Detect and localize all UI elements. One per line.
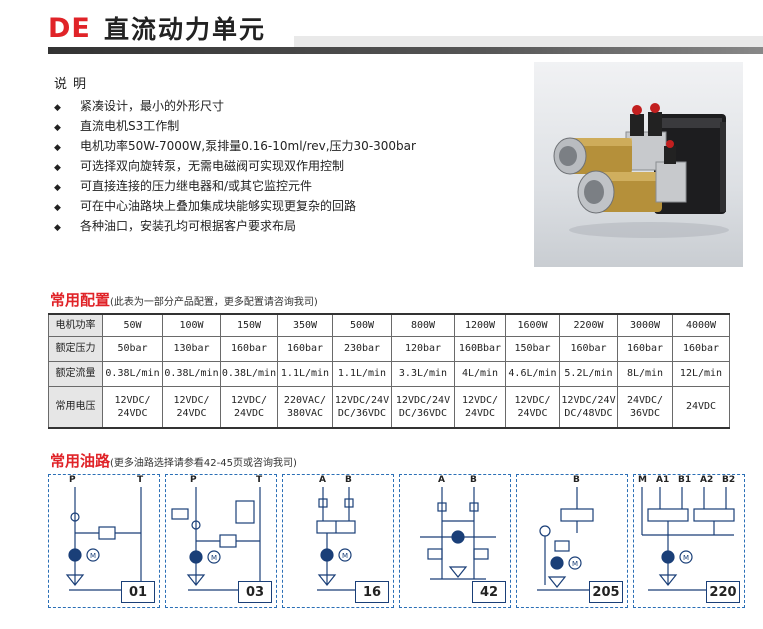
table-row: 额定流量 0.38L/min 0.38L/min 0.38L/min 1.1L/… <box>48 360 730 387</box>
circuits-section-note: (更多油路选择请参看42-45页或咨询我司) <box>110 458 297 469</box>
hydraulic-schematic <box>420 487 496 580</box>
header: DE 直流动力单元 <box>0 0 763 58</box>
config-table: 电机功率 50W 100W 150W 350W 500W 800W 1200W … <box>48 313 730 429</box>
bullet-icon: ◆ <box>54 223 61 233</box>
bullet-icon: ◆ <box>54 163 61 173</box>
description-item: ◆电机功率50W-7000W,泵排量0.16-10ml/rev,压力30-300… <box>54 136 416 156</box>
config-section-note: (此表为一部分产品配置，更多配置请咨询我司) <box>110 297 318 308</box>
hydraulic-schematic: M <box>171 487 264 591</box>
circuit-diagram-220: M A1 B1 A2 B2 M 220 <box>633 474 745 608</box>
brand-logo: DE <box>48 13 91 44</box>
circuits-section-title: 常用油路(更多油路选择请参看42-45页或咨询我司) <box>50 452 297 470</box>
bullet-icon: ◆ <box>54 143 61 153</box>
svg-text:M: M <box>683 554 689 562</box>
row-header: 常用电压 <box>48 385 103 429</box>
table-row: 常用电压 12VDC/24VDC 12VDC/24VDC 12VDC/24VDC… <box>48 385 730 429</box>
circuit-number: 220 <box>706 581 740 603</box>
description-list: ◆紧凑设计，最小的外形尺寸 ◆直流电机S3工作制 ◆电机功率50W-7000W,… <box>54 96 416 236</box>
bullet-icon: ◆ <box>54 203 61 213</box>
description-item: ◆直流电机S3工作制 <box>54 116 416 136</box>
circuit-number: 42 <box>472 581 506 603</box>
circuit-number: 16 <box>355 581 389 603</box>
row-header: 额定流量 <box>48 360 103 387</box>
svg-text:M: M <box>90 552 96 560</box>
svg-text:M: M <box>342 552 348 560</box>
row-header: 额定压力 <box>48 335 103 362</box>
hydraulic-schematic: M <box>537 487 613 591</box>
product-photo <box>534 62 743 267</box>
power-unit-illustration <box>553 103 729 238</box>
circuit-number: 03 <box>238 581 272 603</box>
description-item: ◆可选择双向旋转泵，无需电磁阀可实现双作用控制 <box>54 156 416 176</box>
table-row: 电机功率 50W 100W 150W 350W 500W 800W 1200W … <box>48 313 730 337</box>
table-row: 额定压力 50bar 130bar 160bar 160bar 230bar 1… <box>48 335 730 362</box>
page-title: 直流动力单元 <box>104 15 267 44</box>
hydraulic-schematic: M <box>65 487 145 591</box>
bullet-icon: ◆ <box>54 103 61 113</box>
description-item: ◆紧凑设计，最小的外形尺寸 <box>54 96 416 116</box>
header-rule <box>48 47 763 54</box>
description-item: ◆可直接连接的压力继电器和/或其它监控元件 <box>54 176 416 196</box>
circuit-number: 205 <box>589 581 623 603</box>
circuit-number: 01 <box>121 581 155 603</box>
header-rule-shade <box>294 36 763 47</box>
circuit-diagram-01: P T M 01 <box>48 474 160 608</box>
description-item: ◆可在中心油路块上叠加集成块能够实现更复杂的回路 <box>54 196 416 216</box>
circuit-diagram-42: A B 42 <box>399 474 511 608</box>
svg-text:M: M <box>572 560 578 568</box>
bullet-icon: ◆ <box>54 123 61 133</box>
description-heading: 说明 <box>54 77 93 92</box>
circuit-diagram-16: A B M 16 <box>282 474 394 608</box>
hydraulic-schematic: M <box>641 487 735 591</box>
config-section-title: 常用配置(此表为一部分产品配置，更多配置请咨询我司) <box>50 291 318 309</box>
bullet-icon: ◆ <box>54 183 61 193</box>
circuit-diagram-03: P T M 03 <box>165 474 277 608</box>
svg-text:M: M <box>211 554 217 562</box>
description-item: ◆各种油口，安装孔均可根据客户要求布局 <box>54 216 416 236</box>
circuit-diagram-205: B M 205 <box>516 474 628 608</box>
row-header: 电机功率 <box>48 313 103 337</box>
